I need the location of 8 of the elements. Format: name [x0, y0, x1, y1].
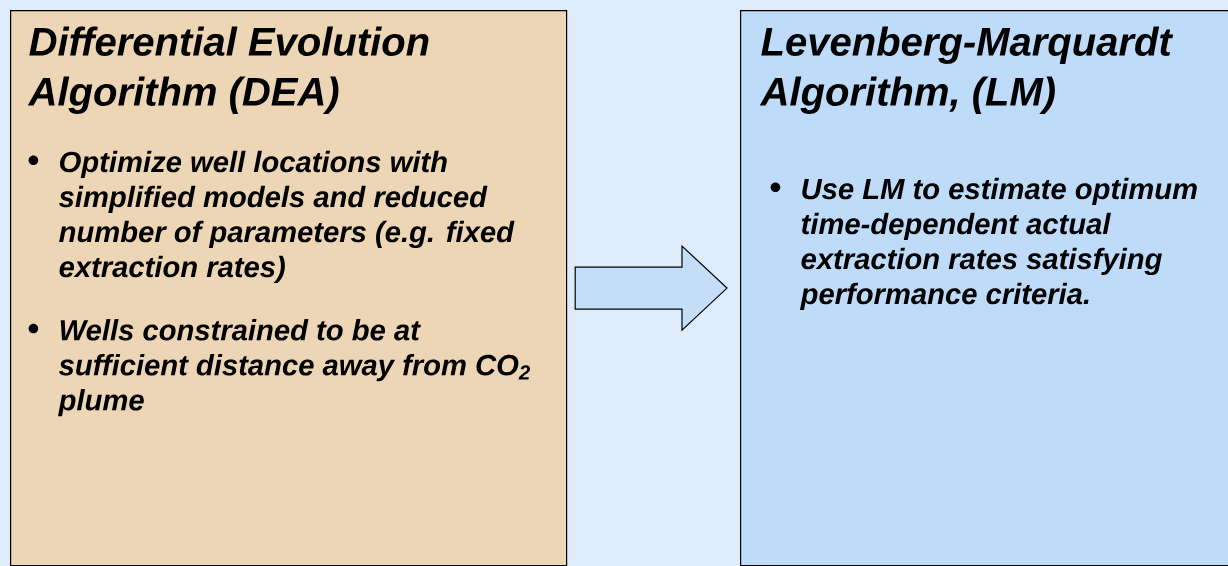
bullet-text: Use LM to estimate optimum time-dependent actual extraction rates satisfying performance criteria. — [799, 177, 1197, 311]
block-arrow — [574, 244, 728, 332]
bullet-text: Optimize well locations with simplified models and reduced number of parameters (e.g. fixed extraction rates) — [58, 150, 515, 284]
text-box — [740, 10, 1228, 566]
heading: Levenberg-Marquardt Algorithm, (LM) — [759, 26, 1174, 114]
text-box — [10, 10, 568, 566]
bullet-text: Wells constrained to be at sufficient distance away from CO$_{2}$ plume — [58, 319, 531, 417]
heading: Differential Evolution Algorithm (DEA) — [27, 26, 429, 114]
